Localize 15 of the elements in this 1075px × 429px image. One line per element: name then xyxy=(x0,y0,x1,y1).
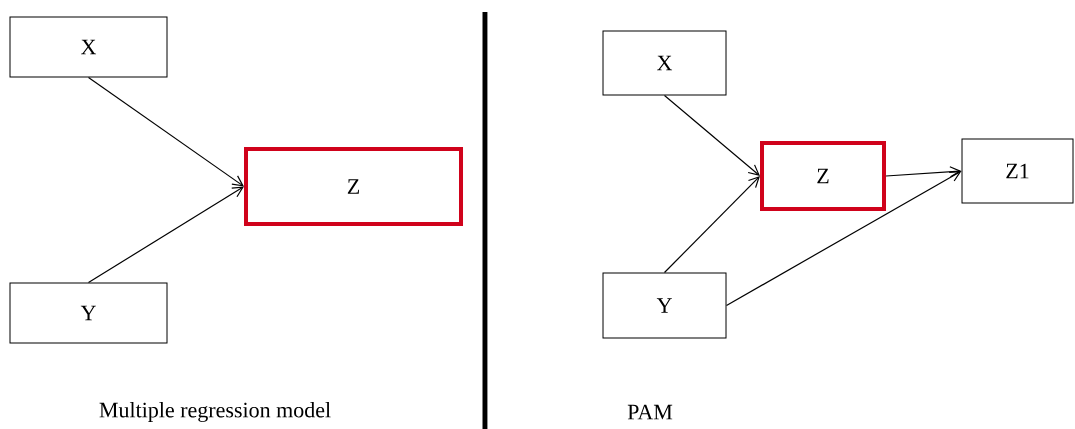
arrow xyxy=(663,94,760,176)
arrow xyxy=(87,76,244,187)
variable-box: Y xyxy=(602,272,727,339)
variable-box: Y xyxy=(9,282,168,344)
arrow xyxy=(663,176,760,274)
arrow xyxy=(87,186,244,284)
variable-box: Z1 xyxy=(961,138,1074,204)
model-caption: PAM xyxy=(627,404,673,420)
model-caption: Multiple regression model xyxy=(99,402,331,422)
highlighted-box: Z xyxy=(760,141,886,211)
variable-box: X xyxy=(9,16,168,78)
arrow xyxy=(885,166,962,178)
highlighted-box: Z xyxy=(244,147,463,226)
variable-box: X xyxy=(602,30,727,96)
arrow xyxy=(725,171,962,307)
